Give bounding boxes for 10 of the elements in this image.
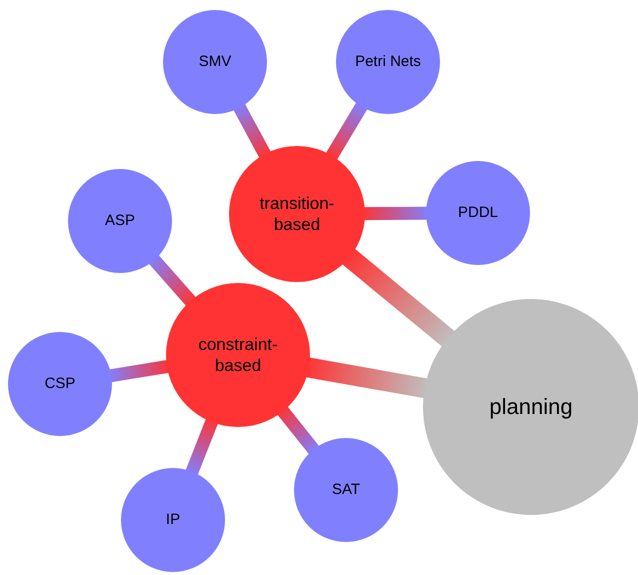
node-label: transition-based (258, 192, 336, 236)
node-label: SMV (198, 52, 232, 72)
node-label: IP (166, 510, 180, 530)
node-label: constraint-based (197, 334, 279, 376)
node-label: SAT (332, 480, 360, 500)
node-label: PDDL (458, 204, 498, 222)
node-label: Petri Nets (355, 52, 421, 72)
node-label: ASP (104, 212, 135, 230)
node-label: CSP (44, 374, 76, 394)
node-label: planning (489, 393, 573, 421)
